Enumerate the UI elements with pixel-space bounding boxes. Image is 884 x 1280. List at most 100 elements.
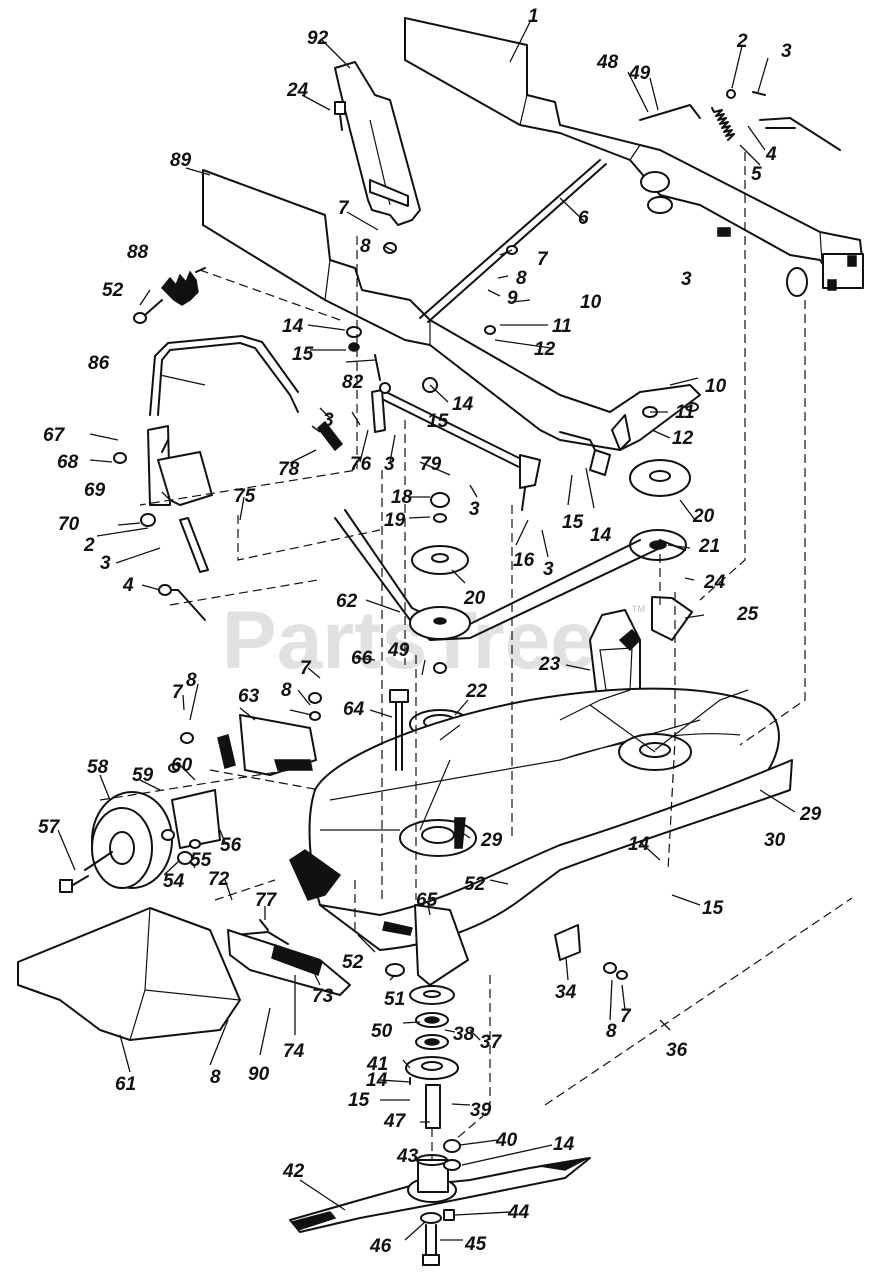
callout: 3 <box>543 559 554 580</box>
callout: 29 <box>799 804 822 825</box>
pulley-upper-right <box>629 459 691 561</box>
callout: 3 <box>384 454 395 475</box>
callout: 50 <box>371 1021 393 1042</box>
rod-79 <box>379 389 528 471</box>
hanger-bracket <box>334 61 421 226</box>
hardware <box>113 242 699 1106</box>
callout: 8 <box>186 670 197 691</box>
callout: 6 <box>578 208 589 229</box>
callout: 8 <box>516 268 527 289</box>
callout: 3 <box>323 410 334 431</box>
callout: 49 <box>387 640 410 661</box>
mount-65 <box>414 904 469 986</box>
housing-23 <box>589 609 642 711</box>
callout: 3 <box>781 41 792 62</box>
leader-lines <box>57 21 796 1241</box>
callout: 15 <box>427 411 449 432</box>
callout: 52 <box>342 952 364 973</box>
callout: 12 <box>534 339 556 360</box>
callout: 64 <box>343 699 365 720</box>
callout: 62 <box>336 591 358 612</box>
deck-skirt <box>319 759 793 951</box>
callout: 76 <box>350 454 372 475</box>
spring-5 <box>711 107 735 141</box>
bracket-63 <box>217 714 317 776</box>
callout: 2 <box>83 535 95 556</box>
callout: 42 <box>282 1161 305 1182</box>
callout: 45 <box>464 1234 487 1255</box>
deck-crossbar <box>202 169 701 476</box>
lift-handle <box>147 335 299 506</box>
callout: 86 <box>88 353 110 374</box>
callout: 7 <box>620 1006 632 1027</box>
callout: 36 <box>666 1040 688 1061</box>
callout: 19 <box>384 510 406 531</box>
callout: 69 <box>84 480 106 501</box>
callout: 4 <box>122 575 134 596</box>
callout: 14 <box>282 316 304 337</box>
callout: 78 <box>278 459 300 480</box>
alignment-lines <box>99 152 853 1160</box>
callout: 5 <box>751 164 762 185</box>
spring-88 <box>133 267 206 324</box>
callout: 25 <box>736 604 759 625</box>
callout-labels: 1 2 3 92 48 49 24 4 5 89 6 7 8 7 8 3 88 … <box>38 6 822 1257</box>
callout: 20 <box>463 588 486 609</box>
callout: 16 <box>513 550 535 571</box>
callout: 61 <box>115 1074 136 1095</box>
callout: 56 <box>220 835 242 856</box>
callout: 58 <box>87 757 109 778</box>
callout: 14 <box>590 525 612 546</box>
callout: 88 <box>127 242 149 263</box>
callout: 24 <box>703 572 726 593</box>
callout: 9 <box>507 288 518 309</box>
callout: 7 <box>172 682 184 703</box>
callout: 90 <box>248 1064 270 1085</box>
callout: 72 <box>208 869 230 890</box>
callout: 10 <box>705 376 727 397</box>
callout: 22 <box>465 681 488 702</box>
callout: 77 <box>255 890 278 911</box>
callout: 43 <box>396 1146 419 1167</box>
callout: 66 <box>351 648 373 669</box>
callout: 15 <box>348 1090 370 1111</box>
bar-75 <box>179 517 209 573</box>
callout: 3 <box>681 269 692 290</box>
callout: 7 <box>300 658 312 679</box>
callout: 11 <box>675 402 695 423</box>
callout: 89 <box>170 150 192 171</box>
callout: 68 <box>57 452 79 473</box>
callout: 7 <box>338 198 350 219</box>
callout: 70 <box>58 514 80 535</box>
pulley-center <box>411 545 469 575</box>
bracket-56 <box>171 789 221 849</box>
callout: 12 <box>672 428 694 449</box>
callout: 92 <box>307 28 329 49</box>
callout: 3 <box>100 553 111 574</box>
callout: 67 <box>43 425 66 446</box>
callout: 49 <box>628 63 651 84</box>
callout: 30 <box>764 830 786 851</box>
callout: 8 <box>606 1021 617 1042</box>
callout: 82 <box>342 372 364 393</box>
callout: 14 <box>553 1134 575 1155</box>
callout: 44 <box>507 1202 530 1223</box>
callout: 7 <box>537 249 549 270</box>
bolt-64 <box>395 699 403 771</box>
callout: 1 <box>528 6 539 27</box>
callout: 4 <box>765 144 777 165</box>
frame-rail <box>404 17 864 297</box>
callout: 52 <box>464 874 486 895</box>
callout: 8 <box>210 1067 221 1088</box>
callout: 59 <box>132 765 154 786</box>
callout: 8 <box>360 236 371 257</box>
callout: 79 <box>420 454 442 475</box>
callout: 52 <box>102 280 124 301</box>
callout: 57 <box>38 817 61 838</box>
callout: 29 <box>480 830 503 851</box>
blade-42 <box>289 1154 591 1233</box>
callout: 18 <box>391 487 413 508</box>
callout: 48 <box>596 52 619 73</box>
callout: 3 <box>469 499 480 520</box>
